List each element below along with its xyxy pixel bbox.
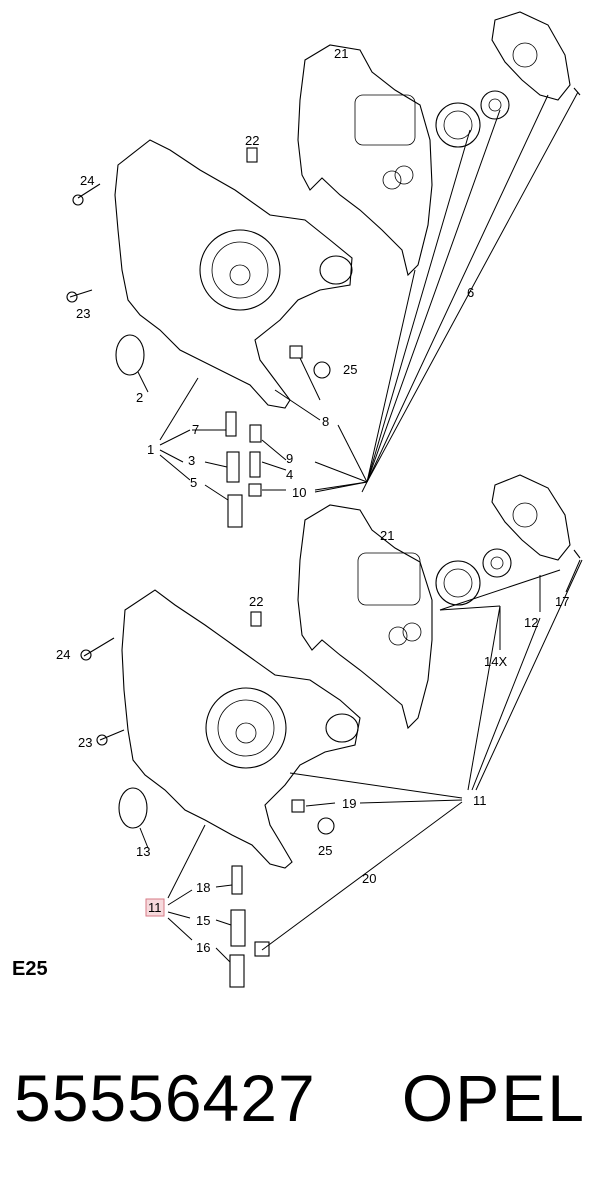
gasket-21-lower (297, 504, 433, 730)
callout-18: 18 (196, 880, 210, 895)
pulley-lower-hub (235, 722, 257, 744)
callout-14x: 14X (484, 654, 507, 669)
upper-assembly: 21 22 24 23 6 25 2 8 7 1 9 3 4 5 10 (66, 11, 581, 528)
exploded-parts-diagram: 21 22 24 23 6 25 2 8 7 1 9 3 4 5 10 (56, 11, 583, 988)
spring-4-upper (249, 451, 261, 478)
bolt-23-lower (99, 729, 125, 741)
pulley-upper-hub (229, 264, 251, 286)
outer-rotor-lower-inner (443, 568, 473, 598)
pulley-upper-inner (211, 241, 269, 299)
callout-7: 7 (192, 422, 199, 437)
inner-rotor-hub (488, 98, 502, 112)
dowel-22-upper (246, 147, 258, 163)
callout-23: 23 (76, 306, 90, 321)
bolt-23-lower-head (96, 734, 108, 746)
plug-10-upper (248, 483, 262, 497)
callout-1: 1 (147, 442, 154, 457)
valve-5-upper (227, 494, 243, 528)
bush-8-upper (289, 345, 303, 359)
callout-21: 21 (334, 46, 348, 61)
plug-25-upper (313, 361, 331, 379)
plug-20-lower (254, 941, 270, 957)
gasket-21-window (354, 94, 416, 146)
outlet-upper (319, 255, 353, 285)
bolt-24-head (72, 194, 84, 206)
callout-19: 19 (342, 796, 356, 811)
callout-11-right: 11 (473, 793, 487, 808)
callout-17: 17 (555, 594, 569, 609)
bolt-23-upper (69, 289, 93, 298)
seal-2-upper (115, 334, 145, 376)
outer-rotor-lower (435, 560, 481, 606)
callout-22-lower: 22 (249, 594, 263, 609)
gasket-21-lower-window (357, 552, 421, 606)
outer-rotor-upper (435, 102, 481, 148)
screw-upper (573, 87, 581, 96)
callout-6: 6 (467, 285, 474, 300)
callout-16: 16 (196, 940, 210, 955)
plug-25-lower (317, 817, 335, 835)
spring-3-upper (226, 451, 240, 483)
callout-13: 13 (136, 844, 150, 859)
lower-assembly: 21 17 22 12 24 14X 23 11 19 13 25 20 18 … (56, 474, 583, 988)
bolt-24-lower (83, 637, 115, 657)
callout-5: 5 (190, 475, 197, 490)
gasket-21-hole-b (394, 165, 414, 185)
callout-24: 24 (80, 173, 94, 188)
callout-20: 20 (362, 871, 376, 886)
lower-leaders (139, 559, 583, 963)
seal-13-lower (118, 787, 148, 829)
bolt-24-upper (77, 183, 101, 199)
upper-leaders (137, 91, 579, 501)
gasket-21-lower-hole-a (388, 626, 408, 646)
bolt-23-head (66, 291, 78, 303)
back-plate-lower-bore (512, 502, 538, 528)
screw-17-lower (573, 549, 581, 559)
gasket-21-upper (297, 44, 433, 277)
highlight-box (145, 898, 165, 917)
pulley-lower-inner (217, 699, 275, 757)
callout-10: 10 (292, 485, 306, 500)
callout-3: 3 (188, 453, 195, 468)
gasket-21-lower-hole-b (402, 622, 422, 642)
callout-12: 12 (524, 615, 538, 630)
outer-rotor-inner (443, 110, 473, 140)
oil-pump-housing-lower (121, 589, 361, 869)
callout-11-highlighted: 11 (148, 900, 162, 915)
callout-24-lower: 24 (56, 647, 70, 662)
callout-15: 15 (196, 913, 210, 928)
callout-9: 9 (286, 451, 293, 466)
callout-21-lower: 21 (380, 528, 394, 543)
callout-25: 25 (343, 362, 357, 377)
callout-2: 2 (136, 390, 143, 405)
back-plate-bore (512, 42, 538, 68)
pin-18-lower (231, 865, 243, 895)
callout-4: 4 (286, 467, 293, 482)
part-number: 55556427 (14, 1061, 316, 1135)
bolt-24-lower-head (80, 649, 92, 661)
callout-25-lower: 25 (318, 843, 332, 858)
piston-9-upper (249, 424, 262, 443)
section-code: E25 (12, 958, 48, 980)
pulley-upper (199, 229, 281, 311)
oil-pump-housing-upper (114, 139, 353, 409)
gasket-21-hole-a (382, 170, 402, 190)
pin-7-upper (225, 411, 237, 437)
callout-8: 8 (322, 414, 329, 429)
back-plate-upper (491, 11, 571, 101)
inner-rotor-lower (482, 548, 512, 578)
callout-22: 22 (245, 133, 259, 148)
brand-name: OPEL (401, 1061, 586, 1135)
footer-caption: 55556427 OPEL (0, 1060, 600, 1160)
back-plate-lower (491, 474, 571, 561)
bush-19-lower (291, 799, 305, 813)
dowel-22-lower (250, 611, 262, 627)
inner-rotor-upper (480, 90, 510, 120)
inner-rotor-lower-hub (490, 556, 504, 570)
outlet-lower (325, 713, 359, 743)
pulley-lower (205, 687, 287, 769)
callout-23-lower: 23 (78, 735, 92, 750)
spring-15-lower (230, 909, 246, 947)
valve-16-lower (229, 954, 245, 988)
